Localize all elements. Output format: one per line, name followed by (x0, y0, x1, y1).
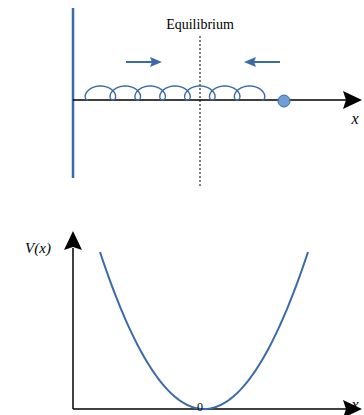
potential-curve (100, 252, 308, 409)
axis-label: x (351, 110, 358, 128)
axis-label: x (351, 396, 358, 414)
equilibrium-line (200, 36, 201, 186)
wall (72, 8, 75, 178)
mass-ball (278, 95, 290, 107)
force-arrow (254, 61, 280, 63)
axis-arrowhead (64, 231, 82, 250)
axis-label: V(x) (25, 240, 51, 257)
equilibrium-label: Equilibrium (166, 17, 234, 32)
force-arrow (126, 61, 152, 63)
spring (85, 86, 265, 100)
origin-label: 0 (197, 401, 203, 414)
v-axis (72, 248, 74, 409)
force-arrowhead (150, 57, 162, 67)
force-arrowhead (244, 57, 256, 67)
axis-arrowhead (343, 91, 362, 109)
